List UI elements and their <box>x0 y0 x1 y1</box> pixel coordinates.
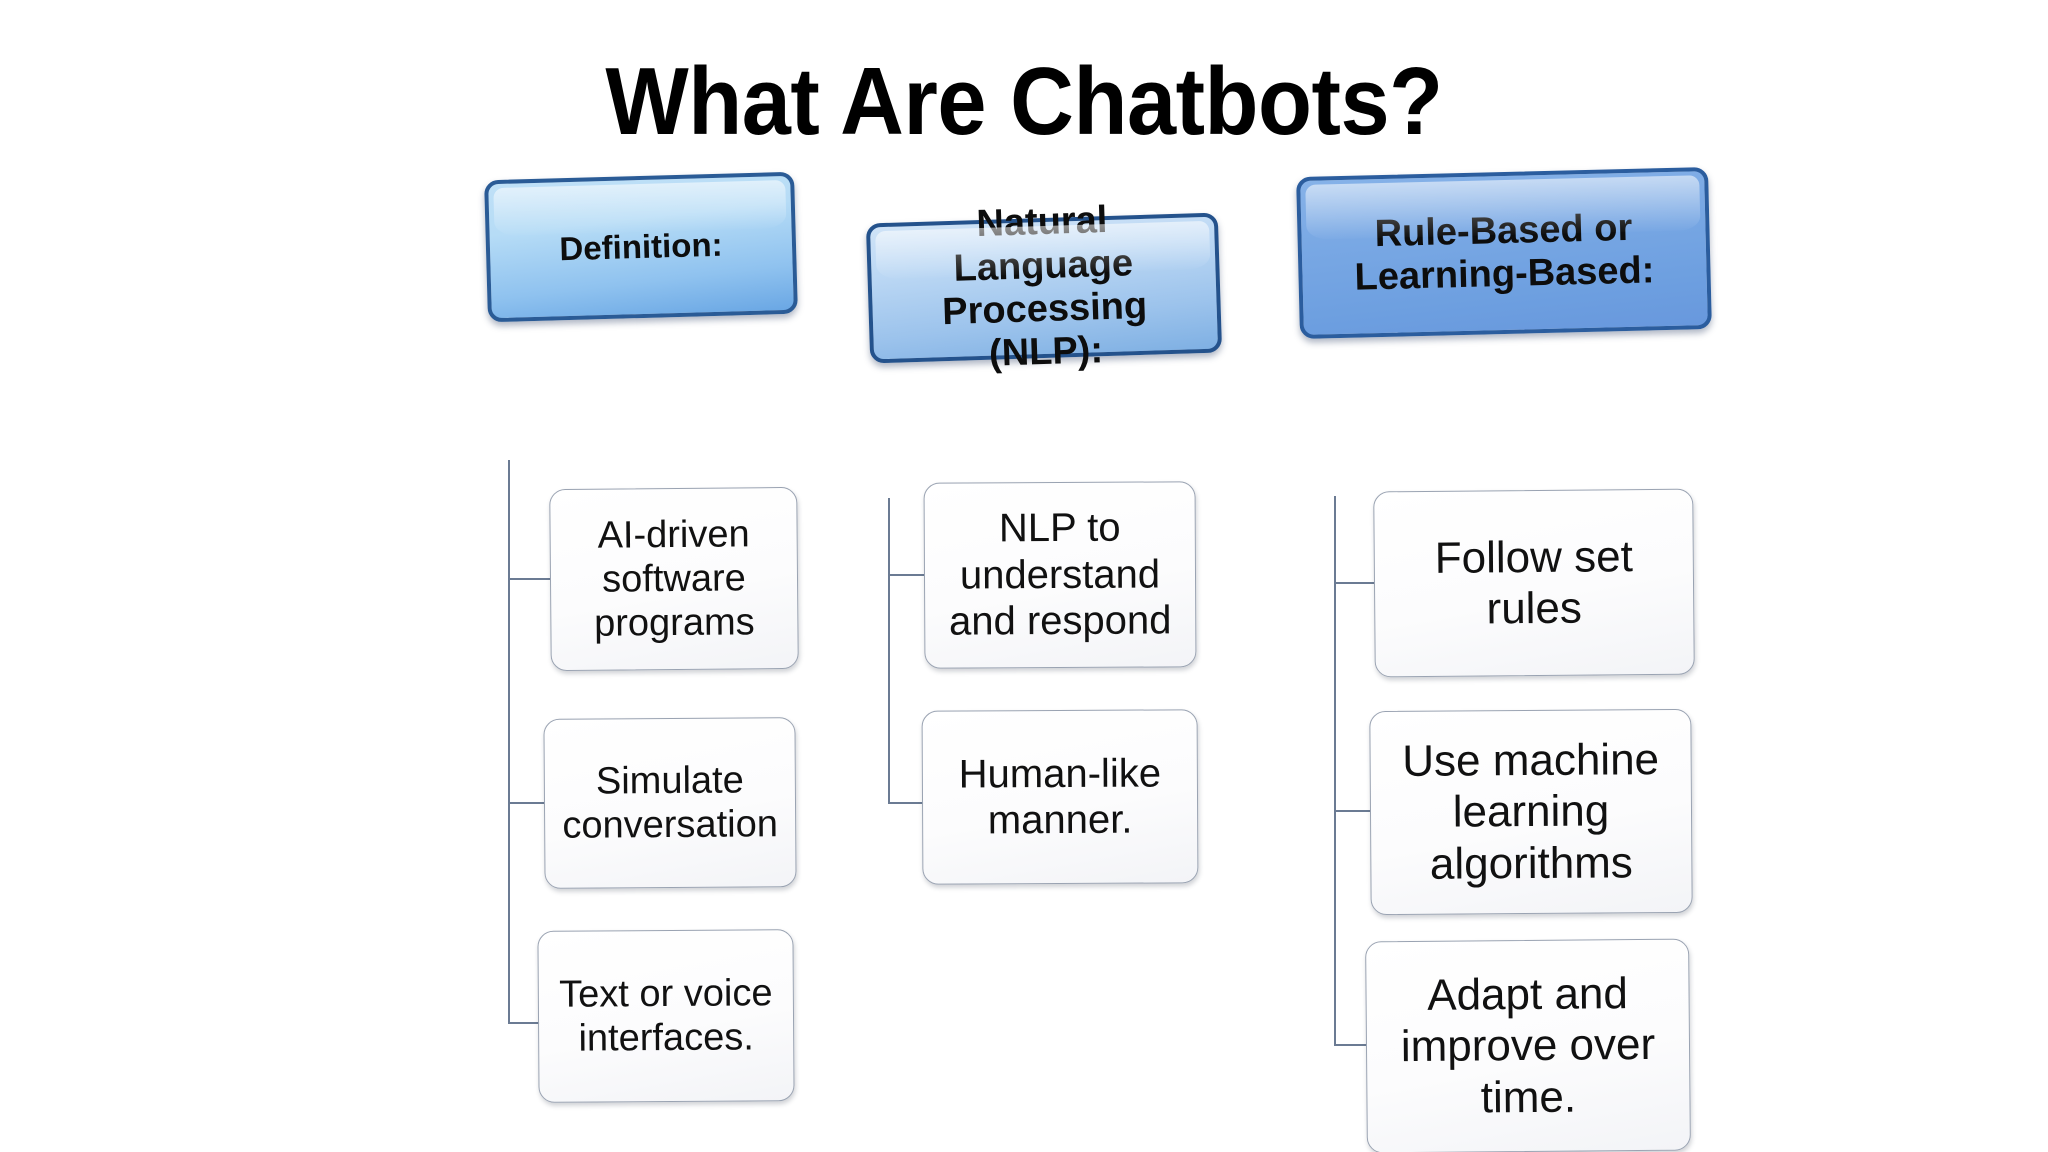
leaf-box-nlp-understand[interactable]: NLP to understand and respond <box>923 481 1197 669</box>
stub-line-follow-rules <box>1334 582 1378 584</box>
stub-line-adapt-improve <box>1334 1044 1370 1046</box>
leaf-label-follow-rules: Follow set rules <box>1434 532 1634 634</box>
leaf-label-nlp-understand: NLP to understand and respond <box>948 506 1172 644</box>
column-rule-based: Rule-Based or Learning-Based: Follow set… <box>1296 166 1712 1152</box>
header-box-definition[interactable]: Definition: <box>484 171 798 323</box>
page-title: What Are Chatbots? <box>605 48 1443 155</box>
leaf-box-human-like[interactable]: Human-like manner. <box>921 709 1199 885</box>
leaf-label-machine-learn: Use machine learning algorithms <box>1402 735 1660 889</box>
leaf-label-human-like: Human-like manner. <box>958 751 1162 843</box>
leaf-label-adapt-improve: Adapt and improve over time. <box>1400 969 1656 1122</box>
leaf-label-simulate: Simulate conversation <box>562 759 779 847</box>
header-label-rule-based: Rule-Based or Learning-Based: <box>1354 206 1655 299</box>
leaf-label-ai-driven: AI-driven software programs <box>593 513 755 645</box>
leaf-box-machine-learn[interactable]: Use machine learning algorithms <box>1369 708 1693 916</box>
trunk-line-definition <box>508 460 510 1024</box>
trunk-line-nlp <box>888 498 890 804</box>
header-box-rule-based[interactable]: Rule-Based or Learning-Based: <box>1296 166 1712 340</box>
column-nlp: Natural Language Processing (NLP): NLP t… <box>865 199 1223 885</box>
column-definition: Definition: AI-driven software programs … <box>484 171 846 1103</box>
leaf-label-text-voice: Text or voice interfaces. <box>559 972 773 1060</box>
leaf-box-text-voice[interactable]: Text or voice interfaces. <box>537 929 795 1103</box>
stub-line-simulate <box>508 802 548 804</box>
header-label-nlp: Natural Language Processing (NLP): <box>941 199 1148 376</box>
stub-line-machine-learn <box>1334 810 1374 812</box>
leaf-box-adapt-improve[interactable]: Adapt and improve over time. <box>1365 938 1691 1152</box>
header-box-nlp[interactable]: Natural Language Processing (NLP): <box>865 199 1223 375</box>
stub-line-ai-driven <box>508 578 552 580</box>
stub-line-human-like <box>888 802 926 804</box>
trunk-line-rule-based <box>1334 496 1336 1046</box>
stub-line-nlp-understand <box>888 574 928 576</box>
stub-line-text-voice <box>508 1022 542 1024</box>
leaf-box-simulate[interactable]: Simulate conversation <box>543 717 797 889</box>
header-label-definition: Definition: <box>558 225 724 268</box>
leaf-box-follow-rules[interactable]: Follow set rules <box>1373 488 1695 678</box>
leaf-box-ai-driven[interactable]: AI-driven software programs <box>549 486 799 672</box>
